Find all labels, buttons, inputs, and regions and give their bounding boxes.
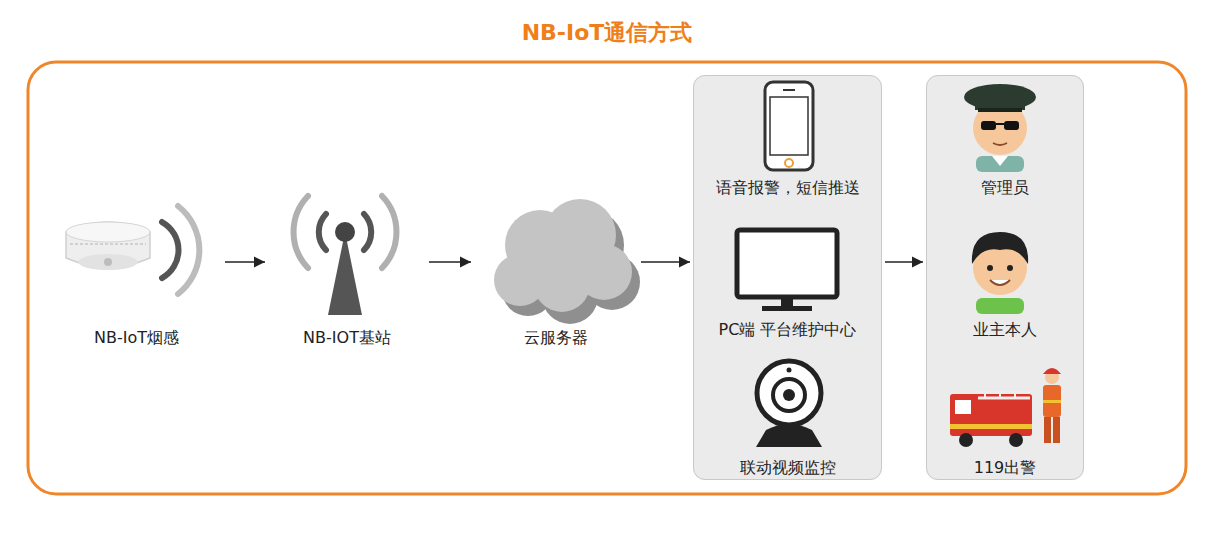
icon-node: NB-IOT基站 bbox=[268, 190, 426, 350]
panel-fill-part bbox=[693, 75, 882, 480]
base-station-icon-part bbox=[382, 196, 396, 268]
base-station-icon-part bbox=[335, 222, 355, 242]
smoke-detector-icon-part bbox=[104, 258, 112, 266]
admin-icon-part bbox=[981, 121, 996, 130]
fire-truck-icon-part bbox=[1053, 417, 1060, 443]
icon-node: 业主本人 bbox=[927, 220, 1083, 342]
flow-arrow bbox=[641, 261, 690, 263]
camera-icon bbox=[756, 361, 822, 447]
node-label: NB-IoT烟感 bbox=[51, 327, 222, 349]
node-label: 业主本人 bbox=[927, 319, 1083, 341]
flow-arrow bbox=[885, 261, 923, 263]
base-station-icon-part bbox=[294, 196, 308, 268]
panel-fill bbox=[693, 75, 1084, 480]
cloud-icon bbox=[494, 199, 640, 324]
outer-frame-part bbox=[28, 62, 1186, 494]
flow-arrow bbox=[429, 261, 471, 263]
camera-icon-part bbox=[783, 389, 795, 401]
owner-icon bbox=[972, 232, 1028, 314]
node-label: 云服务器 bbox=[474, 327, 638, 349]
fire-truck-icon-part bbox=[959, 433, 973, 447]
phone-icon-part bbox=[770, 97, 808, 155]
smoke-detector-icon-part bbox=[66, 222, 150, 242]
owner-icon-part bbox=[972, 232, 1028, 264]
camera-icon-part bbox=[757, 361, 821, 425]
smoke-detector-icon-part bbox=[66, 222, 150, 267]
monitor-icon-part bbox=[737, 230, 837, 297]
fire-truck-icon-part bbox=[984, 392, 986, 398]
monitor-icon bbox=[737, 230, 837, 311]
fire-truck-icon-part bbox=[1044, 417, 1051, 443]
monitor-icon-part bbox=[781, 299, 793, 307]
phone-icon-part bbox=[785, 159, 793, 167]
icon-node: 云服务器 bbox=[474, 195, 638, 350]
base-station-icon-part bbox=[364, 214, 371, 250]
node-label: 语音报警，短信推送 bbox=[696, 177, 879, 199]
node-label: 联动视频监控 bbox=[696, 457, 879, 479]
admin-icon-part bbox=[993, 143, 1007, 145]
outer-frame bbox=[28, 62, 1186, 494]
admin-icon-part bbox=[976, 156, 1024, 172]
fire-truck-icon-part bbox=[1043, 368, 1061, 374]
owner-icon-part bbox=[976, 298, 1024, 314]
fire-truck-icon-part bbox=[1009, 433, 1023, 447]
admin-icon-part bbox=[1004, 121, 1019, 130]
camera-icon-part bbox=[787, 368, 792, 373]
admin-icon-part bbox=[996, 123, 1004, 125]
icon-node: 管理员 bbox=[927, 80, 1083, 200]
smoke-detector-icon-part bbox=[78, 254, 138, 270]
base-station-icon bbox=[294, 196, 397, 315]
phone-icon bbox=[765, 82, 813, 170]
smoke-detector-icon-part bbox=[70, 243, 146, 245]
phone-icon-part bbox=[783, 89, 795, 91]
diagram-title: NB-IoT通信方式 bbox=[0, 18, 1214, 48]
smoke-detector-icon bbox=[66, 206, 199, 294]
icon-node: PC端 平台维护中心 bbox=[696, 220, 879, 342]
cloud-icon-part-part bbox=[534, 256, 590, 312]
phone-icon-part bbox=[765, 82, 813, 170]
icon-node: 语音报警，短信推送 bbox=[696, 80, 879, 200]
smoke-detector-icon-part bbox=[162, 222, 179, 278]
fire-truck-icon-part bbox=[950, 394, 1032, 436]
base-station-icon-part bbox=[319, 214, 326, 250]
node-label: 管理员 bbox=[927, 177, 1083, 199]
cloud-icon-part bbox=[494, 199, 632, 312]
owner-icon-part bbox=[987, 265, 993, 271]
admin-icon-part bbox=[992, 156, 1008, 166]
flow-arrow bbox=[225, 261, 265, 263]
node-label: 119出警 bbox=[927, 457, 1083, 479]
camera-icon-part bbox=[773, 379, 805, 411]
fire-truck-icon-part bbox=[1043, 400, 1061, 403]
panel-fill-part bbox=[926, 75, 1084, 480]
node-label: PC端 平台维护中心 bbox=[696, 319, 879, 341]
admin-icon-part bbox=[973, 101, 1027, 155]
base-station-icon-part bbox=[328, 232, 362, 315]
smoke-detector-icon-part bbox=[178, 206, 199, 294]
node-label: NB-IOT基站 bbox=[268, 327, 426, 349]
channel-panel: 管理员业主本人 119出警 bbox=[926, 75, 1084, 480]
channel-panel: 语音报警，短信推送 PC端 平台维护中心联动视频监控 bbox=[693, 75, 882, 480]
fire-truck-icon-part bbox=[955, 400, 971, 414]
icon-node: 119出警 bbox=[927, 355, 1083, 480]
admin-icon-part bbox=[978, 108, 1022, 112]
admin-icon-part bbox=[964, 84, 1036, 110]
owner-icon-part bbox=[990, 280, 1010, 285]
fire-truck-icon-part bbox=[1014, 392, 1016, 398]
icon-node: 联动视频监控 bbox=[696, 355, 879, 480]
owner-icon-part bbox=[1007, 265, 1013, 271]
icon-node: NB-IoT烟感 bbox=[51, 195, 222, 350]
fire-truck-icon-part bbox=[999, 392, 1001, 398]
admin-icon bbox=[964, 84, 1036, 172]
monitor-icon-part bbox=[762, 306, 812, 311]
fire-truck-icon-part bbox=[1043, 385, 1061, 417]
fire-truck-icon bbox=[950, 368, 1061, 447]
fire-truck-icon-part bbox=[950, 424, 1032, 429]
